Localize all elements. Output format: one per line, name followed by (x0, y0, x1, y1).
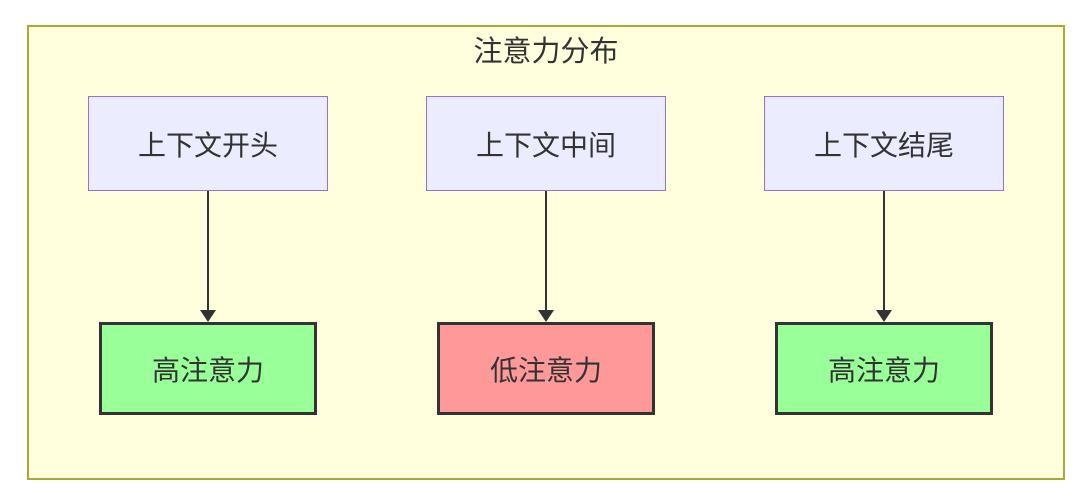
target-node-low-attention: 低注意力 (437, 322, 655, 415)
source-node-context-start: 上下文开头 (88, 96, 328, 191)
arrow-line (545, 191, 547, 310)
arrow-line (883, 191, 885, 310)
target-node-high-attention: 高注意力 (99, 322, 317, 415)
arrow-head-icon (538, 310, 554, 322)
attention-distribution-group: 注意力分布 上下文开头 高注意力 上下文中间 低注意力 上下文结尾 (27, 25, 1065, 480)
down-arrow (876, 191, 892, 322)
flow-column-context-start: 上下文开头 高注意力 (88, 96, 328, 415)
arrow-head-icon (200, 310, 216, 322)
target-node-high-attention: 高注意力 (775, 322, 993, 415)
flow-columns: 上下文开头 高注意力 上下文中间 低注意力 上下文结尾 (29, 96, 1063, 415)
down-arrow (538, 191, 554, 322)
arrow-head-icon (876, 310, 892, 322)
flow-column-context-middle: 上下文中间 低注意力 (426, 96, 666, 415)
source-node-context-middle: 上下文中间 (426, 96, 666, 191)
diagram-title: 注意力分布 (473, 36, 619, 68)
source-node-context-end: 上下文结尾 (764, 96, 1004, 191)
flow-column-context-end: 上下文结尾 高注意力 (764, 96, 1004, 415)
down-arrow (200, 191, 216, 322)
arrow-line (207, 191, 209, 310)
